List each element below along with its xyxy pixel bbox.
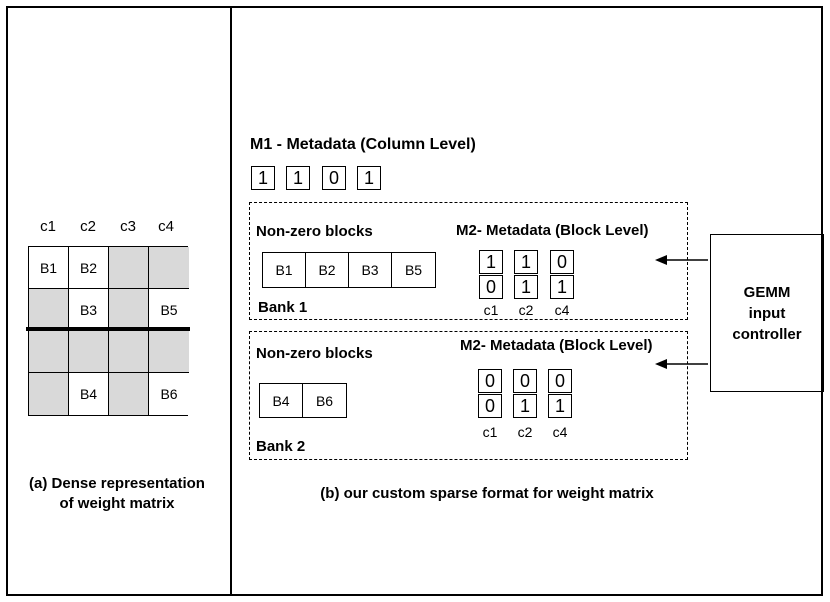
- m1-value: 1: [286, 166, 310, 190]
- meta-label: c2: [517, 424, 533, 440]
- controller-line3: controller: [732, 325, 802, 343]
- bank2-box: Non-zero blocks M2- Metadata (Block Leve…: [249, 331, 688, 460]
- meta-cell: 1: [513, 394, 537, 418]
- matrix-cell: [109, 373, 149, 415]
- matrix-cell: B3: [69, 289, 109, 331]
- bank2-nz-title: Non-zero blocks: [256, 345, 373, 362]
- meta-cell: 1: [514, 250, 538, 274]
- arrow-to-bank1: [655, 255, 708, 265]
- column-label-c3: c3: [120, 218, 136, 235]
- matrix-cell: [29, 289, 69, 331]
- m1-value: 1: [251, 166, 275, 190]
- caption-a: (a) Dense representation of weight matri…: [6, 474, 228, 514]
- matrix-cell: B5: [149, 289, 189, 331]
- block-cell: B2: [306, 253, 349, 287]
- bank1-box: Non-zero blocks M2- Metadata (Block Leve…: [249, 202, 688, 320]
- block-cell: B5: [404, 262, 423, 278]
- block-cell: B6: [315, 392, 334, 409]
- bank2-label: Bank 2: [256, 438, 306, 455]
- matrix-cell: [29, 331, 69, 373]
- matrix-cell: B2: [69, 247, 109, 289]
- m1-title: M1 - Metadata (Column Level): [250, 136, 476, 153]
- block-cell: B3: [349, 253, 392, 287]
- controller-line2: input: [748, 304, 786, 322]
- matrix-cell: B4: [69, 373, 109, 415]
- bank1-meta-c4: 0 1: [550, 250, 574, 299]
- column-label-c1: c1: [40, 218, 56, 235]
- matrix-cell: [29, 373, 69, 415]
- bank1-meta-c1: 1 0: [479, 250, 503, 299]
- m1-value: 1: [357, 166, 381, 190]
- bank1-nz-title: Non-zero blocks: [256, 223, 373, 240]
- matrix-cell: [109, 331, 149, 373]
- dense-matrix: B1 B2 B3 B5 B4 B6: [28, 246, 189, 416]
- bank1-blocks: B1 B2 B3 B5: [262, 252, 436, 288]
- meta-cell: 0: [478, 394, 502, 418]
- controller-line1: GEMM: [743, 283, 791, 301]
- meta-cell: 0: [513, 369, 537, 393]
- bank-split-line: [26, 327, 190, 331]
- matrix-cell: [149, 331, 189, 373]
- meta-cell: 0: [478, 369, 502, 393]
- block-cell: B1: [263, 253, 306, 287]
- caption-b: (b) our custom sparse format for weight …: [320, 485, 654, 502]
- bank1-meta-c2: 1 1: [514, 250, 538, 299]
- bank2-m2-title: M2- Metadata (Block Level): [460, 337, 653, 354]
- matrix-cell: [109, 289, 149, 331]
- matrix-cell: B1: [29, 247, 69, 289]
- arrow-to-bank2: [655, 359, 708, 369]
- figure-frame: [6, 6, 823, 596]
- meta-cell: 1: [479, 250, 503, 274]
- matrix-cell: B6: [149, 373, 189, 415]
- meta-cell: 1: [514, 275, 538, 299]
- meta-cell: 1: [550, 275, 574, 299]
- bank2-blocks: B4 B6: [259, 383, 347, 418]
- m1-value: 0: [322, 166, 346, 190]
- matrix-cell: [149, 247, 189, 289]
- meta-cell: 0: [479, 275, 503, 299]
- column-label-c2: c2: [80, 218, 96, 235]
- caption-a-line1: (a) Dense representation: [29, 475, 205, 492]
- gemm-input-controller: GEMM input controller: [710, 234, 824, 392]
- meta-label: c4: [552, 424, 568, 440]
- bank2-meta-c1: 0 0: [478, 369, 502, 418]
- meta-label: c2: [518, 302, 534, 318]
- meta-label: c4: [554, 302, 570, 318]
- panel-divider: [230, 6, 232, 596]
- matrix-cell: [69, 331, 109, 373]
- meta-label: c1: [482, 424, 498, 440]
- meta-cell: 1: [548, 394, 572, 418]
- column-label-c4: c4: [158, 218, 174, 235]
- meta-label: c1: [483, 302, 499, 318]
- block-cell: B4: [260, 384, 303, 417]
- bank2-meta-c2: 0 1: [513, 369, 537, 418]
- meta-cell: 0: [548, 369, 572, 393]
- bank1-m2-title: M2- Metadata (Block Level): [456, 222, 649, 239]
- caption-a-line2: of weight matrix: [59, 495, 175, 512]
- bank1-label: Bank 1: [258, 299, 308, 316]
- matrix-cell: [109, 247, 149, 289]
- bank2-meta-c4: 0 1: [548, 369, 572, 418]
- meta-cell: 0: [550, 250, 574, 274]
